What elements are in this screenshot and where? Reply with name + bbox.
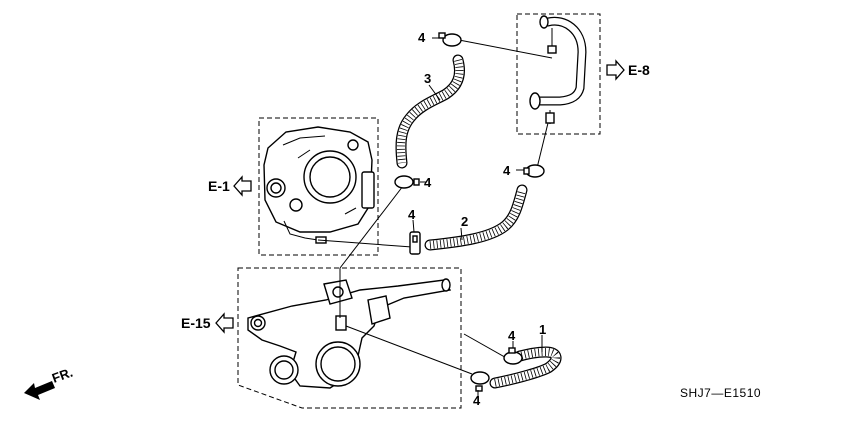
- section-ref-e8[interactable]: E-8: [606, 59, 650, 81]
- label-clamp-top: 4: [418, 30, 426, 45]
- front-indicator: FR.: [24, 365, 75, 400]
- label-clamp-mid-right: 4: [503, 163, 511, 178]
- hose-3: [395, 54, 465, 169]
- hose-1: [489, 346, 562, 389]
- label-hose-3: 3: [424, 71, 431, 86]
- clamp-mid-right: [523, 164, 545, 178]
- label-clamp-lower-a: 4: [508, 328, 516, 343]
- hose-2: [424, 184, 528, 251]
- label-hose-1: 1: [539, 322, 546, 337]
- section-ref-e15-label: E-15: [181, 315, 211, 331]
- section-ref-e15[interactable]: E-15: [181, 312, 234, 334]
- clamp-pipe: [409, 231, 421, 255]
- arrow-right-icon: [606, 59, 625, 81]
- section-ref-e1-label: E-1: [208, 178, 230, 194]
- connector-lines: [317, 39, 553, 375]
- label-clamp-lower-b: 4: [473, 393, 481, 408]
- clamp-mid-left: [394, 175, 420, 189]
- water-pipe: [529, 15, 587, 124]
- label-clamp-mid-left: 4: [424, 175, 432, 190]
- clamp-lower-b: [470, 371, 490, 392]
- throttle-body-group-box: [258, 117, 379, 256]
- clamp-lower-a: [503, 347, 523, 365]
- front-arrow-icon: [24, 381, 55, 400]
- section-ref-e1[interactable]: E-1: [208, 175, 252, 197]
- arrow-left-icon: [215, 312, 234, 334]
- label-clamp-pipe: 4: [408, 207, 416, 222]
- section-ref-e8-label: E-8: [628, 62, 650, 78]
- label-hose-2: 2: [461, 214, 468, 229]
- thermostat-housing-group-box: [237, 267, 462, 409]
- front-indicator-label: FR.: [50, 365, 75, 386]
- arrow-left-icon: [233, 175, 252, 197]
- water-pipe-group-box: [516, 13, 601, 135]
- figure-code: SHJ7—E1510: [680, 386, 761, 400]
- throttle-body: [263, 126, 375, 244]
- clamp-top: [438, 32, 462, 47]
- thermostat-housing: [247, 278, 452, 389]
- leader-lines: [412, 37, 543, 396]
